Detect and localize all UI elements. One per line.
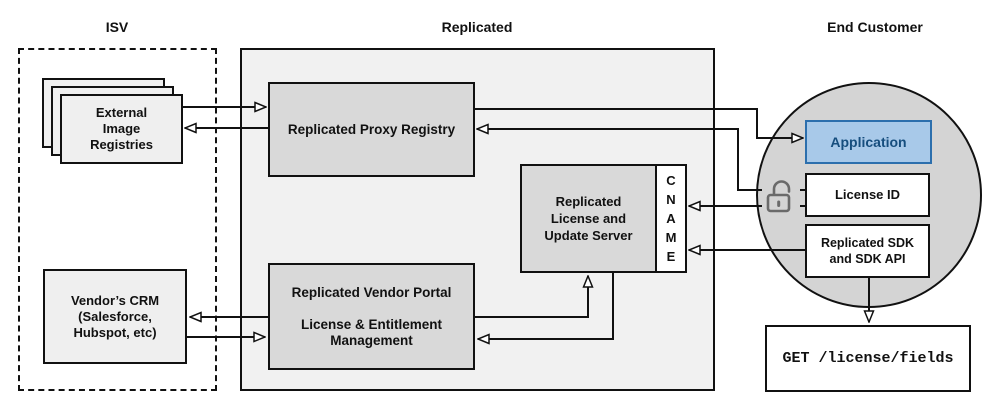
zone-label-replicated: Replicated xyxy=(441,19,513,35)
vendor-crm-box: Vendor’s CRM (Salesforce, Hubspot, etc) xyxy=(43,269,187,364)
license-update-server-box: Replicated License and Update Server xyxy=(520,164,657,273)
zone-label-end-customer: End Customer xyxy=(827,19,923,35)
proxy-registry-box: Replicated Proxy Registry xyxy=(268,82,475,177)
license-id-box: License ID xyxy=(805,173,930,217)
sdk-box: Replicated SDK and SDK API xyxy=(805,224,930,278)
application-box: Application xyxy=(805,120,932,164)
open-padlock-icon xyxy=(762,176,800,216)
zone-label-isv: ISV xyxy=(105,19,129,35)
external-registries-box: External Image Registries xyxy=(60,94,183,164)
vendor-portal-box: Replicated Vendor Portal License & Entit… xyxy=(268,263,475,370)
api-request-box: GET /license/fields xyxy=(765,325,971,392)
cname-box: C N A M E xyxy=(655,164,687,273)
